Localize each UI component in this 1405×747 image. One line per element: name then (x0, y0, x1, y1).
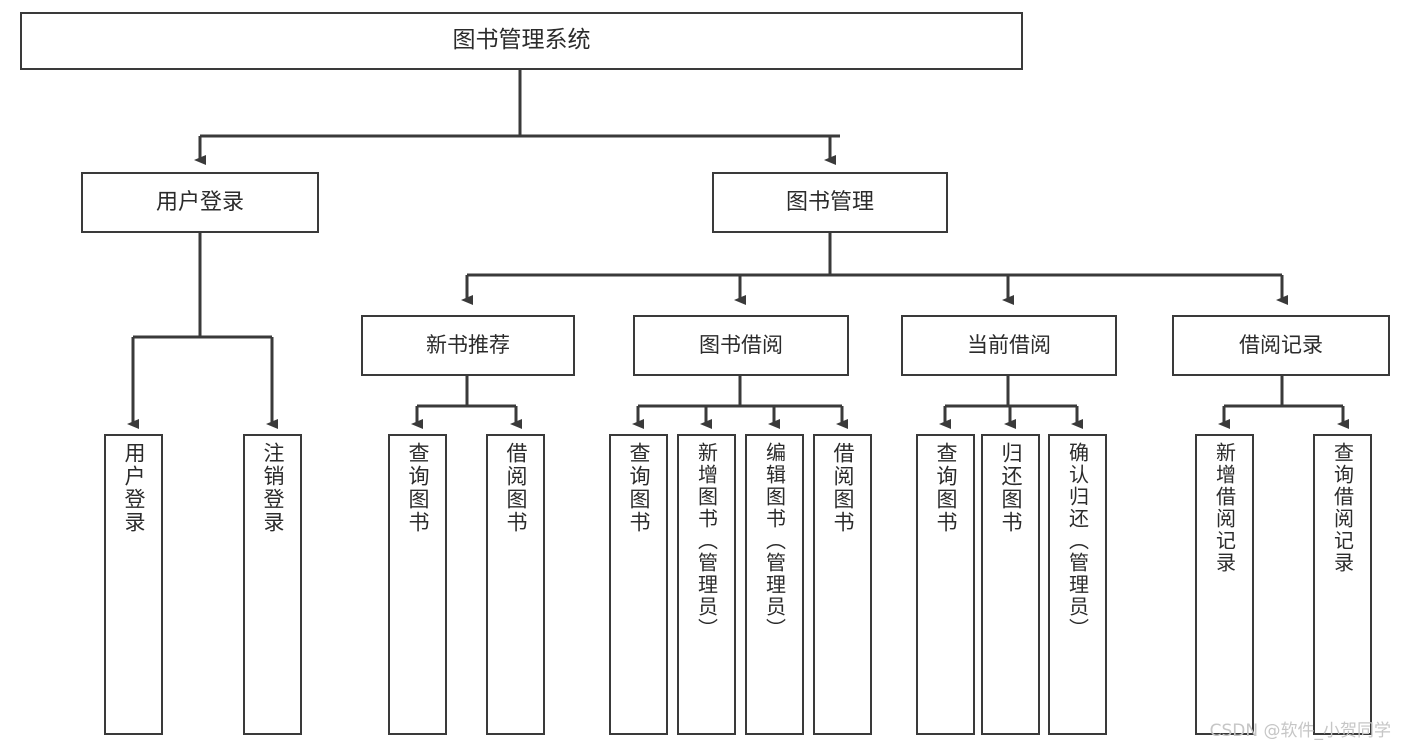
leaf-current-borrow-confirm-return[interactable]: 确认归还（管理员） (1048, 434, 1107, 735)
node-label: 图书借阅 (699, 333, 783, 358)
node-label: 借阅图书 (831, 442, 855, 534)
node-label: 用户登录 (155, 189, 244, 215)
node-root-system[interactable]: 图书管理系统 (20, 12, 1023, 70)
node-label: 借阅图书 (504, 442, 528, 534)
node-label: 确认归还（管理员） (1065, 442, 1090, 640)
leaf-borrow-record-query[interactable]: 查询借阅记录 (1313, 434, 1372, 735)
node-label: 注销登录 (261, 442, 285, 534)
leaf-user-login-logout[interactable]: 注销登录 (243, 434, 302, 735)
leaf-current-borrow-query[interactable]: 查询图书 (916, 434, 975, 735)
leaf-current-borrow-return[interactable]: 归还图书 (981, 434, 1040, 735)
leaf-user-login-login[interactable]: 用户登录 (104, 434, 163, 735)
node-current-borrow[interactable]: 当前借阅 (901, 315, 1117, 376)
node-new-book-recommend[interactable]: 新书推荐 (361, 315, 575, 376)
node-book-management[interactable]: 图书管理 (712, 172, 948, 233)
leaf-book-borrow-edit[interactable]: 编辑图书（管理员） (745, 434, 804, 735)
node-label: 新增图书（管理员） (694, 442, 719, 640)
node-label: 图书管理 (785, 189, 874, 215)
leaf-new-book-borrow[interactable]: 借阅图书 (486, 434, 545, 735)
node-label: 查询图书 (627, 442, 651, 534)
leaf-new-book-query[interactable]: 查询图书 (388, 434, 447, 735)
node-user-login[interactable]: 用户登录 (81, 172, 319, 233)
node-label: 查询图书 (934, 442, 958, 534)
node-label: 借阅记录 (1239, 333, 1323, 358)
leaf-book-borrow-add[interactable]: 新增图书（管理员） (677, 434, 736, 735)
node-label: 新书推荐 (426, 333, 510, 358)
node-label: 当前借阅 (967, 333, 1051, 358)
node-label: 新增借阅记录 (1212, 442, 1237, 574)
leaf-book-borrow-query[interactable]: 查询图书 (609, 434, 668, 735)
node-label: 归还图书 (999, 442, 1023, 534)
leaf-borrow-record-add[interactable]: 新增借阅记录 (1195, 434, 1254, 735)
node-book-borrow[interactable]: 图书借阅 (633, 315, 849, 376)
node-label: 查询图书 (406, 442, 430, 534)
leaf-book-borrow-borrow[interactable]: 借阅图书 (813, 434, 872, 735)
node-label: 用户登录 (122, 442, 146, 534)
node-label: 查询借阅记录 (1330, 442, 1355, 574)
node-label: 图书管理系统 (452, 27, 591, 54)
node-borrow-record[interactable]: 借阅记录 (1172, 315, 1390, 376)
node-label: 编辑图书（管理员） (762, 442, 787, 640)
